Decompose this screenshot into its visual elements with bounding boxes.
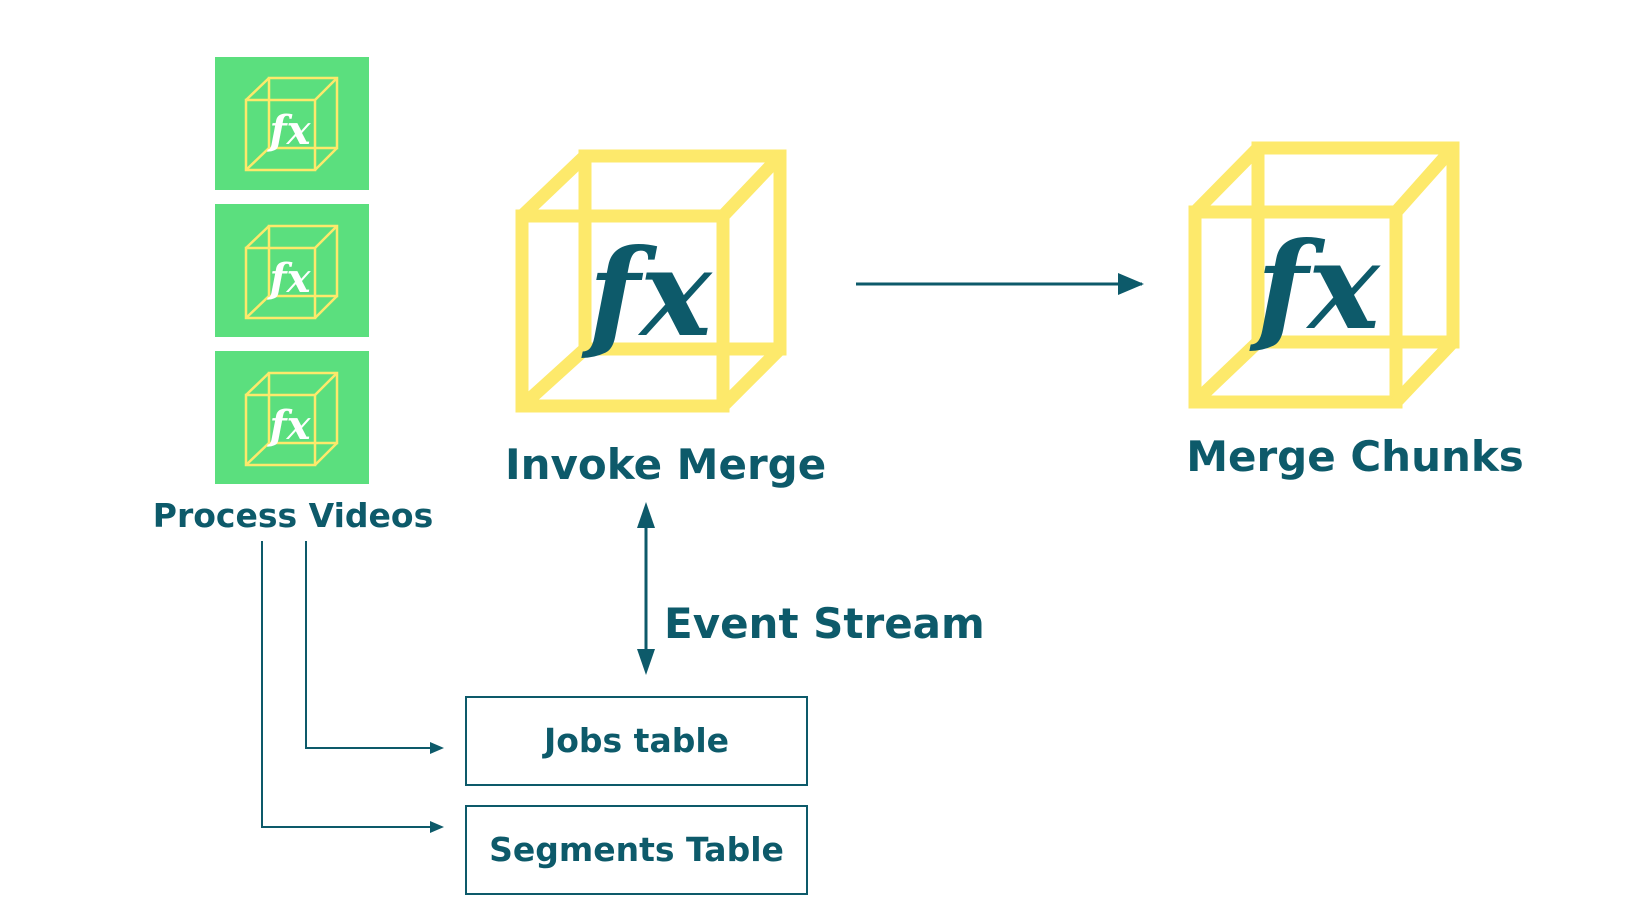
process-videos-function-2: fx [215,204,369,337]
invoke-merge-label: Invoke Merge [505,440,827,489]
function-cube-icon [244,224,339,320]
invoke-merge-function: fx [515,149,787,413]
fx-glyph: fx [266,107,311,154]
merge-chunks-function: fx [1188,141,1460,409]
function-cube-icon [244,371,339,467]
process-videos-function-1: fx [215,57,369,190]
segments-table-box [465,805,808,895]
merge-chunks-label: Merge Chunks [1186,432,1524,481]
jobs-table-label: Jobs table [543,721,730,760]
event-stream-label: Event Stream [664,599,985,648]
function-cube-icon [244,76,339,172]
segments-table-label: Segments Table [489,830,784,869]
fx-glyph: fx [266,255,311,302]
process-videos-label: Process Videos [152,496,434,535]
fx-glyph: fx [1248,216,1381,357]
process-videos-function-3: fx [215,351,369,484]
jobs-table-box [465,696,808,786]
function-cube-icon [1188,141,1460,409]
function-cube-icon [515,149,787,413]
event-stream-arrow [637,502,655,675]
process-to-jobs-connector [305,541,444,754]
fx-glyph: fx [266,402,311,449]
fx-glyph: fx [580,223,713,364]
process-to-segments-connector [261,541,444,833]
